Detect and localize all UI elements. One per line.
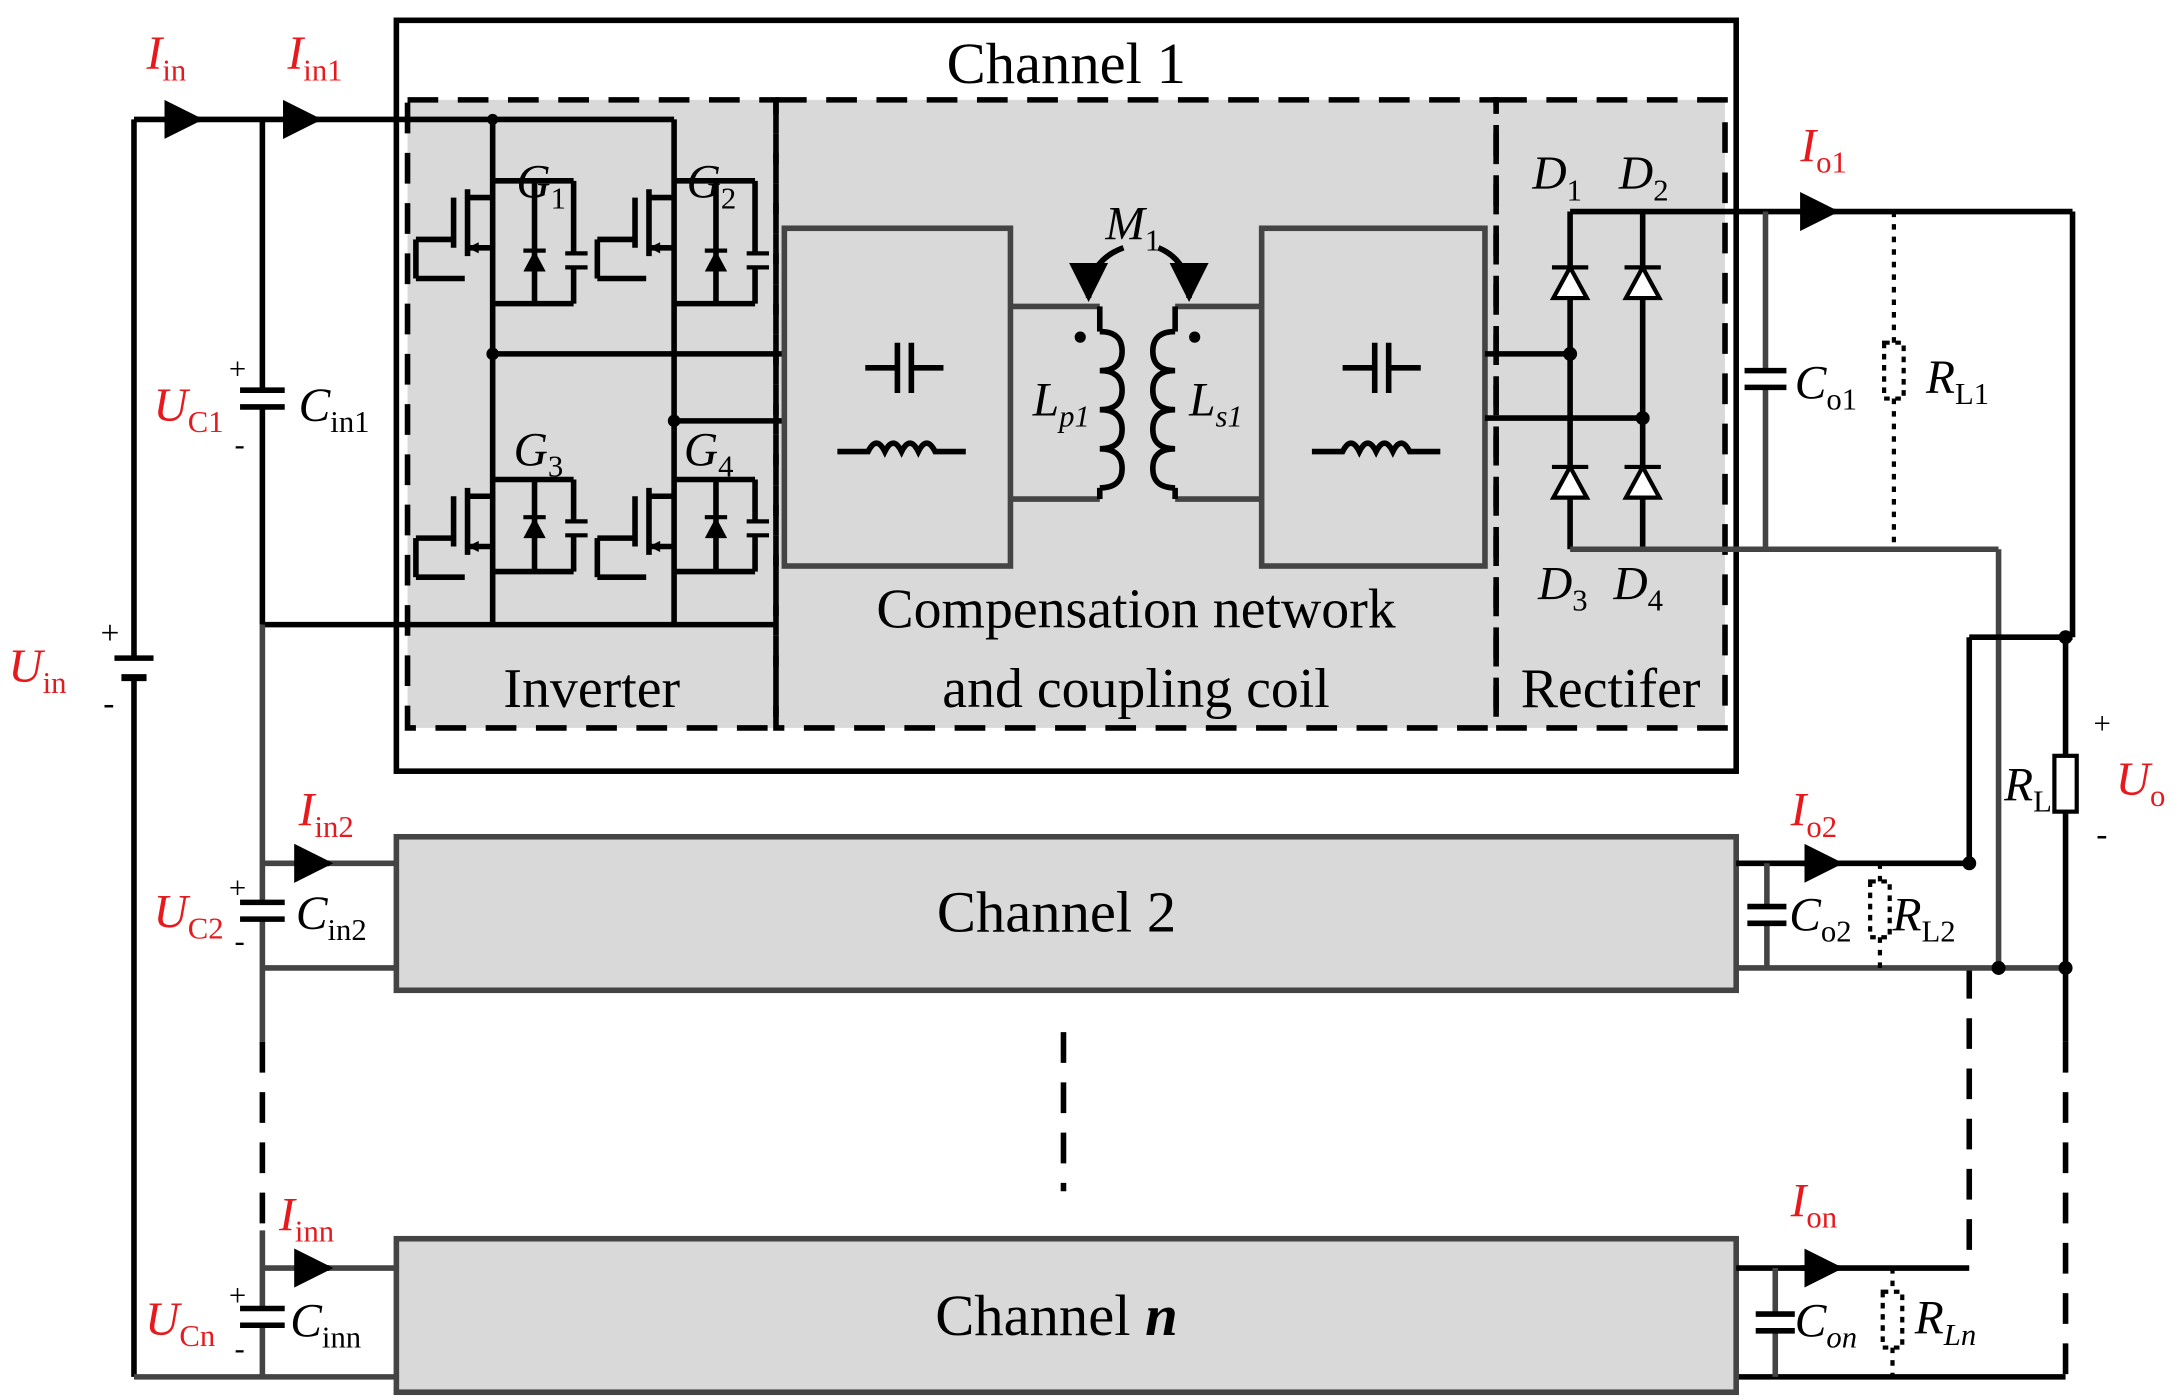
primary-compensation xyxy=(781,225,1014,569)
switch-g2 xyxy=(594,178,770,307)
inverter-label: Inverter xyxy=(503,658,680,720)
label-rln: RLn xyxy=(1914,1293,1976,1352)
polarity-minus-uin: - xyxy=(103,685,114,722)
dc-source-uin xyxy=(114,655,154,682)
label-d4: D4 xyxy=(1612,559,1663,618)
channel2-output xyxy=(1736,843,2073,975)
label-ion: Ion xyxy=(1790,1175,1838,1234)
label-iin2: Iin2 xyxy=(298,785,354,844)
channel1-title: Channel 1 xyxy=(947,31,1186,96)
label-io2: Io2 xyxy=(1790,785,1838,844)
polarity-plus-uin: + xyxy=(100,615,119,652)
label-rl: RL xyxy=(2003,759,2052,818)
label-io1: Io1 xyxy=(1799,120,1847,179)
channel1-output xyxy=(1744,191,2076,968)
label-g3: G3 xyxy=(514,425,564,484)
mutual-inductance-arrows xyxy=(1069,245,1209,302)
channeln-output xyxy=(1736,1248,1970,1377)
channel2-box xyxy=(393,833,1739,994)
label-con: Con xyxy=(1795,1295,1857,1354)
polarity-plus-ucn: + xyxy=(229,1279,246,1313)
channel2-title: Channel 2 xyxy=(937,880,1176,945)
load-rl xyxy=(1736,630,2079,1380)
label-co2: Co2 xyxy=(1789,889,1851,948)
label-uc1: UC1 xyxy=(154,380,224,439)
polarity-plus-uc1: + xyxy=(229,352,246,386)
secondary-coil-ls1 xyxy=(1150,303,1262,502)
switch-g1 xyxy=(413,178,588,307)
switch-g3 xyxy=(413,476,588,580)
input-wiring xyxy=(131,99,776,1380)
capacitor-cinn xyxy=(240,1305,285,1329)
label-ls1: Ls1 xyxy=(1188,374,1243,433)
polarity-plus-uo: + xyxy=(2093,706,2110,740)
polarity-minus-uc2: - xyxy=(234,924,244,958)
polarity-plus-uc2: + xyxy=(229,871,246,905)
label-uc2: UC2 xyxy=(154,886,224,945)
label-d1: D1 xyxy=(1531,148,1582,207)
label-iin: Iin xyxy=(146,28,187,87)
label-rl2: RL2 xyxy=(1891,889,1955,948)
label-cin1: Cin1 xyxy=(299,380,370,439)
compensation-label-line2: and coupling coil xyxy=(942,658,1330,720)
label-iinn: Iinn xyxy=(278,1189,334,1248)
rectifier-label: Rectifer xyxy=(1521,658,1701,720)
label-cinn: Cinn xyxy=(290,1295,361,1354)
switch-g4 xyxy=(594,476,770,580)
label-g2: G2 xyxy=(687,157,737,216)
label-g1: G1 xyxy=(516,157,566,216)
label-lp1: Lp1 xyxy=(1032,374,1090,433)
rectifier-block xyxy=(1493,97,1728,731)
channeln-box xyxy=(393,1235,1739,1396)
label-iin1: Iin1 xyxy=(287,28,343,87)
primary-coil-lp1 xyxy=(1010,303,1125,502)
label-rl1: RL1 xyxy=(1925,352,1989,411)
capacitor-cin1 xyxy=(240,387,285,410)
label-m1: M1 xyxy=(1104,198,1160,257)
secondary-compensation xyxy=(1258,225,1488,569)
polarity-minus-uo: - xyxy=(2096,816,2107,853)
label-uin: Uin xyxy=(8,641,66,700)
labels: Iin Iin1 Uin UC1 Iin2 UC2 Iinn UCn Io1 I… xyxy=(8,28,2165,1366)
label-ucn: UCn xyxy=(145,1294,215,1353)
polarity-minus-ucn: - xyxy=(234,1332,244,1366)
label-d3: D3 xyxy=(1537,559,1588,618)
label-co1: Co1 xyxy=(1795,358,1857,417)
label-cin2: Cin2 xyxy=(296,888,367,947)
polarity-minus-uc1: - xyxy=(234,427,244,461)
label-d2: D2 xyxy=(1618,148,1669,207)
capacitor-cin2 xyxy=(240,899,285,922)
channeln-title: Channel n xyxy=(935,1283,1178,1348)
compensation-label-line1: Compensation network xyxy=(876,578,1395,640)
h-bridge xyxy=(486,113,785,625)
label-g4: G4 xyxy=(684,425,734,484)
label-uo: Uo xyxy=(2116,754,2166,813)
